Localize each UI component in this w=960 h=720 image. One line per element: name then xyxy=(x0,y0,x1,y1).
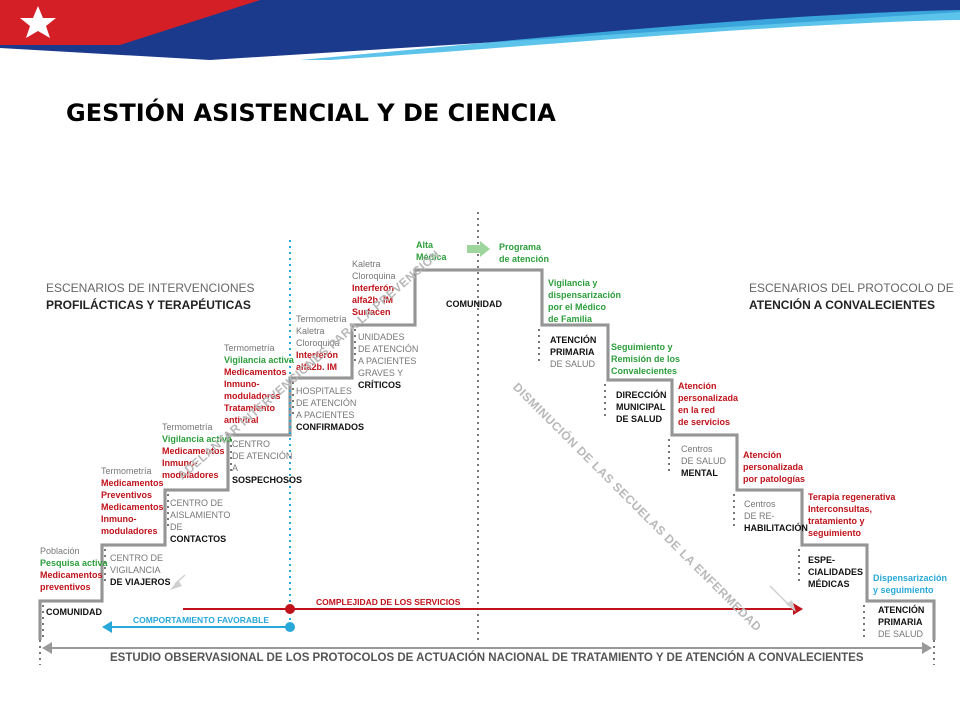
study-left-arrowhead-icon xyxy=(42,642,52,654)
diag-right-arrow xyxy=(769,585,791,607)
study-label: ESTUDIO OBSERVASIONAL DE LOS PROTOCOLOS … xyxy=(110,652,864,664)
page-title: GESTIÓN ASISTENCIAL Y DE CIENCIA xyxy=(66,99,556,127)
star-icon xyxy=(20,6,56,38)
blue-dot xyxy=(285,622,295,632)
right-scenarios-header: ESCENARIOS DEL PROTOCOLO DE ATENCIÓN A C… xyxy=(749,281,954,312)
header-banner xyxy=(0,0,960,60)
study-right-arrowhead-icon xyxy=(922,642,932,654)
top-step-name: COMUNIDAD xyxy=(446,299,502,309)
complejidad-label: COMPLEJIDAD DE LOS SERVICIOS xyxy=(316,597,461,607)
diag-left-arrowhead-icon xyxy=(170,580,182,590)
red-dot xyxy=(285,604,295,614)
alta-arrow-icon xyxy=(467,241,490,257)
blue-arrowhead-icon xyxy=(102,621,112,633)
red-arrowhead-icon xyxy=(793,603,803,615)
left-scenarios-header: ESCENARIOS DE INTERVENCIONES PROFILÁCTIC… xyxy=(46,281,255,312)
left-step-1-name: COMUNIDAD xyxy=(46,607,102,617)
diag-right-arrowhead-icon xyxy=(786,600,796,612)
comportamiento-label: COMPORTAMIENTO FAVORABLE xyxy=(133,615,269,625)
